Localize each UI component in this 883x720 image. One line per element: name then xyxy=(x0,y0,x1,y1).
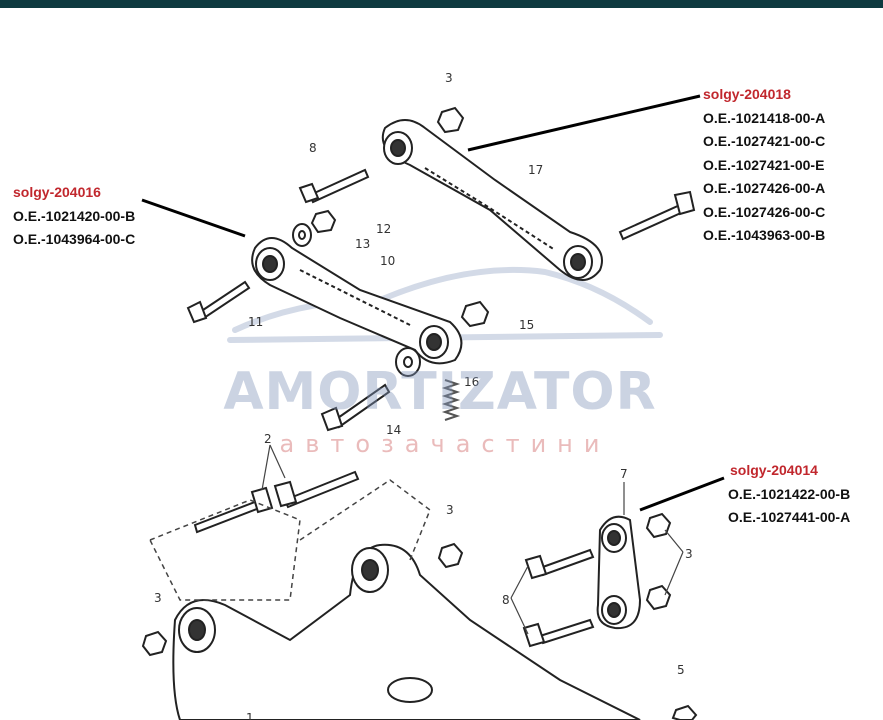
sku-label: solgy-204014 xyxy=(730,462,818,478)
part-number-label: 8 xyxy=(502,593,510,607)
callout-right-top: solgy-204018 O.E.-1021418-00-A O.E.-1027… xyxy=(703,83,825,248)
oe-number: O.E.-1021418-00-A xyxy=(703,109,826,126)
bolt-icon xyxy=(193,470,360,534)
part-number-label: 15 xyxy=(519,318,534,332)
control-arm-icon xyxy=(596,515,642,630)
bolt-icon xyxy=(298,168,370,204)
watermark-subtitle: автозачастини xyxy=(279,430,611,458)
oe-number: O.E.-1043964-00-C xyxy=(13,231,136,247)
part-number-label: 10 xyxy=(380,254,395,268)
oe-number: O.E.-1027426-00-C xyxy=(703,203,826,220)
part-number-label: 1 xyxy=(246,711,254,720)
washer-icon xyxy=(292,223,421,377)
part-number-label: 13 xyxy=(355,237,370,251)
sku-label: solgy-204018 xyxy=(703,86,791,102)
control-arm-icon xyxy=(381,119,603,281)
bolt-icon xyxy=(186,280,251,324)
control-arm-icon xyxy=(251,237,463,365)
part-number-label: 2 xyxy=(264,432,272,446)
oe-number: O.E.-1027441-00-A xyxy=(728,509,851,525)
part-number-label: 14 xyxy=(386,423,401,437)
callout-left: solgy-204016 O.E.-1021420-00-B O.E.-1043… xyxy=(13,181,135,252)
oe-number: O.E.-1043963-00-B xyxy=(703,227,826,243)
callout-right-bottom: solgy-204014 O.E.-1021422-00-B O.E.-1027… xyxy=(728,459,851,530)
spring-icon xyxy=(441,379,461,421)
oe-number: O.E.-1027426-00-A xyxy=(703,180,826,196)
top-bar xyxy=(0,0,883,8)
watermark-brand: AMORTIZATOR xyxy=(223,362,657,422)
oe-number: O.E.-1027421-00-E xyxy=(703,156,825,173)
part-number-label: 8 xyxy=(309,141,317,155)
bolt-icon xyxy=(522,548,595,648)
oe-number: O.E.-1021420-00-B xyxy=(13,207,136,224)
part-number-label: 3 xyxy=(685,547,693,561)
part-number-label: 3 xyxy=(445,71,453,85)
bolt-icon xyxy=(320,383,391,432)
part-number-label: 12 xyxy=(376,222,391,236)
oe-number: O.E.-1027421-00-C xyxy=(703,133,826,149)
part-number-label: 5 xyxy=(677,663,685,677)
part-number-label: 7 xyxy=(620,467,628,481)
nut-icon xyxy=(141,106,698,720)
part-number-label: 3 xyxy=(154,591,162,605)
part-number-label: 17 xyxy=(528,163,543,177)
part-number-label: 16 xyxy=(464,375,479,389)
bolt-icon xyxy=(618,190,696,241)
part-number-label: 3 xyxy=(446,503,454,517)
control-arm-icon xyxy=(172,543,641,720)
part-number-label: 11 xyxy=(248,315,263,329)
oe-number: O.E.-1021422-00-B xyxy=(728,485,851,502)
sku-label: solgy-204016 xyxy=(13,184,101,200)
